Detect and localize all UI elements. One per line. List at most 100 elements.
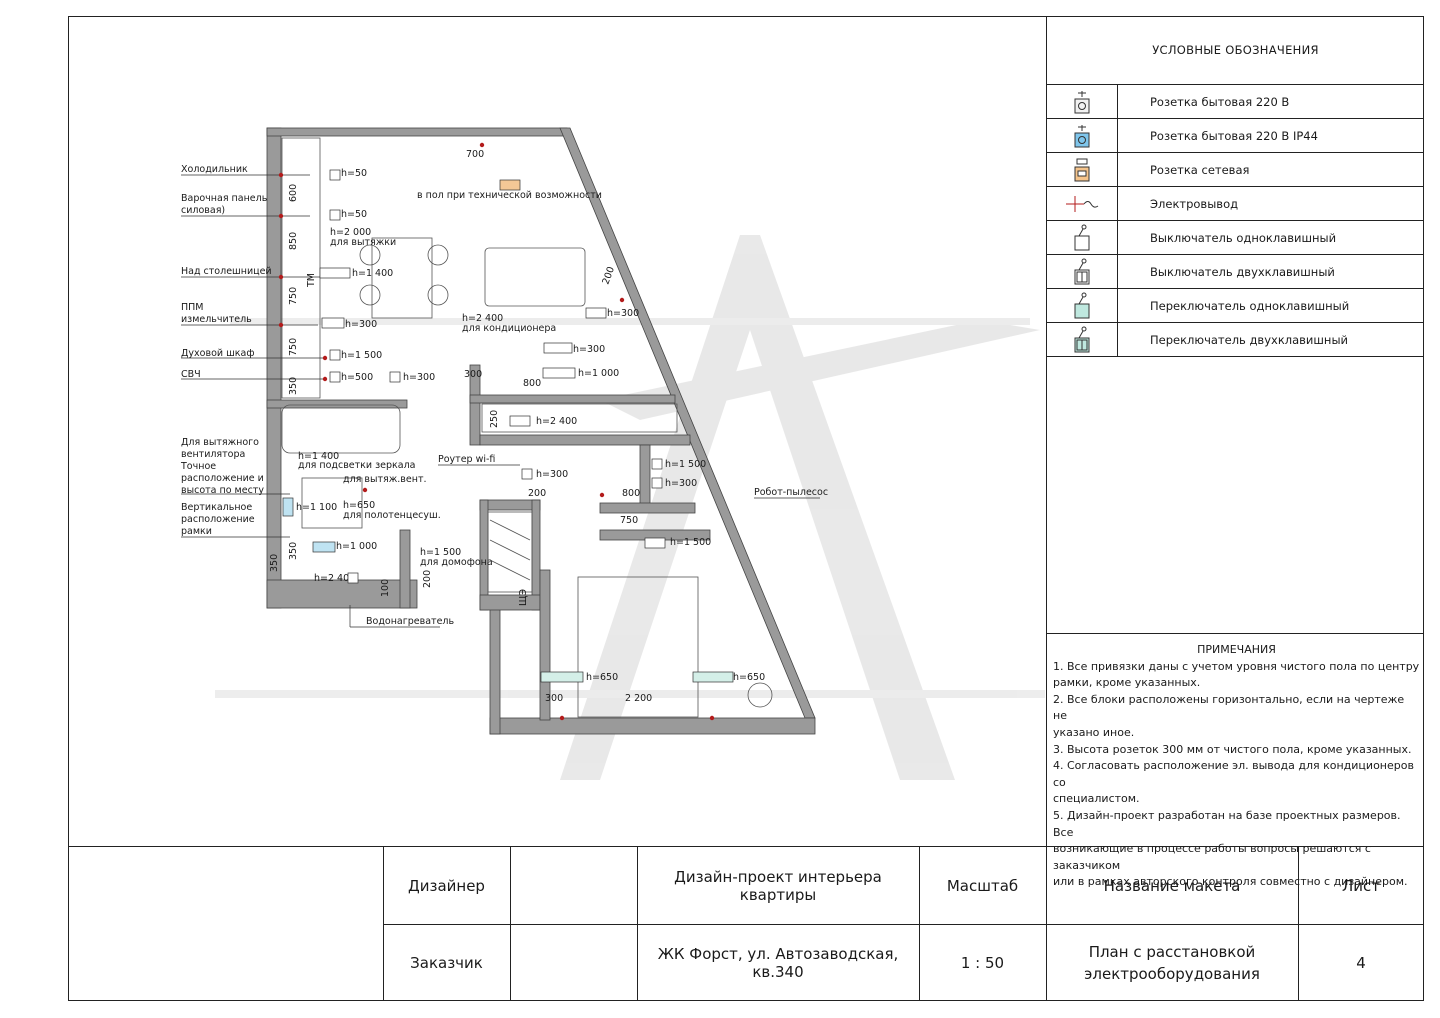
network-socket-icon xyxy=(1074,158,1090,181)
drawing-frame xyxy=(68,16,1424,1001)
note-line: рамки, кроме указанных. xyxy=(1053,676,1201,690)
callout-fan-5: высота по месту xyxy=(181,485,264,496)
dimension: 850 xyxy=(288,232,299,250)
furniture xyxy=(281,137,773,718)
legend-label: Розетка бытовая 220 В xyxy=(1150,94,1290,109)
scale-value: 1 : 50 xyxy=(960,953,1005,972)
height-label: h=650 xyxy=(343,500,375,511)
height-label: h=50 xyxy=(341,168,367,179)
height-note: для вытяжки xyxy=(330,237,396,248)
height-label: h=1 500 xyxy=(665,459,706,470)
height-label: h=1 400 xyxy=(352,268,393,279)
notes-title: ПРИМЕЧАНИЯ xyxy=(1197,643,1276,656)
connection-points xyxy=(278,142,715,721)
legend-row-outlet: Электровывод xyxy=(1047,187,1424,221)
note-line: специалистом. xyxy=(1053,792,1140,806)
socket-ip44-icon xyxy=(1074,124,1090,147)
legend-label: Розетка бытовая 220 В IP44 xyxy=(1150,128,1318,143)
callout-microwave: СВЧ xyxy=(181,369,201,380)
legend-label: Электровывод xyxy=(1150,196,1239,211)
double-switch-icon xyxy=(1074,258,1090,284)
dimension: 800 xyxy=(523,378,541,389)
legend-label: Переключатель одноклавишный xyxy=(1150,298,1350,313)
height-note: для домофона xyxy=(420,557,493,568)
project-title: Дизайн-проект интерьера квартиры xyxy=(674,867,882,904)
height-label: h=1 000 xyxy=(578,368,619,379)
callout-grinder: измельчитель xyxy=(181,314,252,325)
height-label: h=1 000 xyxy=(336,541,377,552)
height-label: h=2 400 xyxy=(462,313,503,324)
callout-vertical-2: расположение xyxy=(181,514,255,525)
height-labels: h=50 h=50 h=2 000 для вытяжки h=1 400 h=… xyxy=(296,168,765,683)
callout-hob-power: силовая) xyxy=(181,205,225,216)
legend-label: Выключатель двухклавишный xyxy=(1150,264,1335,279)
dimension: 800 xyxy=(622,488,640,499)
note-line: 3. Высота розеток 300 мм от чистого пола… xyxy=(1053,742,1412,756)
dimension-tag: ЩЭ xyxy=(518,589,529,606)
height-label: h=2 000 xyxy=(330,227,371,238)
sheet-label: Лист xyxy=(1341,876,1380,895)
callout-robot: Робот-пылесос xyxy=(754,487,828,498)
notes-section: ПРИМЕЧАНИЯ 1. Все привязки даны с учетом… xyxy=(1047,633,1424,888)
sheet-number: 4 xyxy=(1356,953,1366,972)
socket-markers xyxy=(282,169,734,683)
height-label: h=1 500 xyxy=(420,547,461,558)
legend-label: Переключатель двухклавишный xyxy=(1150,332,1349,347)
customer-label: Заказчик xyxy=(410,953,483,972)
legend-label: Выключатель одноклавишный xyxy=(1150,230,1337,245)
scale-label: Масштаб xyxy=(946,876,1019,895)
watermark-logo xyxy=(215,235,1045,780)
plan-callouts: Холодильник Варочная панель силовая) Над… xyxy=(180,164,828,627)
note-line: 5. Дизайн-проект разработан на базе прое… xyxy=(1053,808,1401,839)
height-note: для вытяж.вент. xyxy=(343,474,427,485)
dimension: 750 xyxy=(288,287,299,305)
note-line: 4. Согласовать расположение эл. вывода д… xyxy=(1053,759,1414,789)
dimension: 300 xyxy=(545,693,563,704)
height-label: h=300 xyxy=(536,469,568,480)
socket-icon xyxy=(1074,90,1090,113)
leader-lines xyxy=(181,174,820,628)
callout-fan-3: Точное xyxy=(180,461,216,472)
height-label: h=650 xyxy=(586,672,618,683)
layout-name: План с расстановкой электрооборудования xyxy=(1046,924,1298,1001)
height-label: h=300 xyxy=(573,344,605,355)
dimension: 200 xyxy=(600,265,617,286)
callout-floor-note: в пол при технической возможности xyxy=(417,190,602,201)
dimension: 200 xyxy=(422,570,433,588)
dimension: 200 xyxy=(528,488,546,499)
height-note: для подсветки зеркала xyxy=(298,460,415,471)
note-line: 2. Все блоки расположены горизонтально, … xyxy=(1053,692,1405,723)
dimension: 100 xyxy=(380,579,391,597)
callout-fridge: Холодильник xyxy=(181,164,248,175)
legend-panel: УСЛОВНЫЕ ОБОЗНАЧЕНИЯ Розетка бытовая 220… xyxy=(1046,16,1424,888)
layout-name-line: План с расстановкой xyxy=(1088,942,1256,961)
dimension: 700 xyxy=(466,149,484,160)
dimension: 750 xyxy=(288,338,299,356)
callout-vertical-3: рамки xyxy=(181,526,212,537)
height-label: h=1 500 xyxy=(670,537,711,548)
callout-vertical-1: Вертикальное xyxy=(181,502,252,513)
dimension-labels: 700 600 850 750 750 350 ТМ 300 800 250 2… xyxy=(269,149,652,704)
dimension: 2 200 xyxy=(625,693,652,704)
dimension: 750 xyxy=(620,515,638,526)
callout-oven: Духовой шкаф xyxy=(181,348,254,359)
legend-row-double-changeover: Переключатель двухклавишный xyxy=(1047,323,1424,357)
walls xyxy=(266,127,816,735)
legend-row-socket: Розетка бытовая 220 В xyxy=(1047,85,1424,119)
dimension: 250 xyxy=(489,410,500,428)
height-label: h=500 xyxy=(341,372,373,383)
layout-name-line: электрооборудования xyxy=(1084,964,1260,983)
single-switch-icon xyxy=(1074,224,1090,250)
note-line: указано иное. xyxy=(1053,725,1135,739)
height-label: h=300 xyxy=(403,372,435,383)
legend-row-single-changeover: Переключатель одноклавишный xyxy=(1047,289,1424,323)
callout-water-heater: Водонагреватель xyxy=(366,616,454,627)
dimension: 600 xyxy=(288,184,299,202)
height-label: h=300 xyxy=(665,478,697,489)
height-label: h=1 100 xyxy=(296,502,337,513)
height-label: h=1 400 xyxy=(298,451,339,462)
legend-row-socket-ip44: Розетка бытовая 220 В IP44 xyxy=(1047,119,1424,153)
dimension: 300 xyxy=(464,369,482,380)
callout-router: Роутер wi-fi xyxy=(438,454,495,465)
double-changeover-switch-icon xyxy=(1074,326,1090,352)
